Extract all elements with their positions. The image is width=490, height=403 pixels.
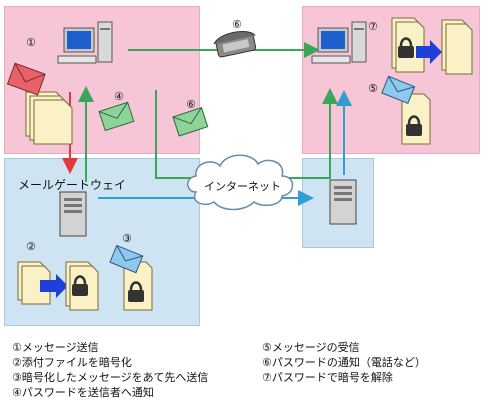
recipient-server-icon xyxy=(329,179,357,225)
blue-envelope-icon xyxy=(109,244,144,274)
step-marker-6-mail: ⑥ xyxy=(186,98,196,111)
received-envelope-icon xyxy=(381,75,416,105)
sender-computer-icon xyxy=(57,21,113,64)
internet-label: インターネット xyxy=(204,180,281,193)
legend-item: ④パスワードを送信者へ通知 xyxy=(12,386,154,399)
step-marker-3: ③ xyxy=(122,232,132,245)
sender-envelope-icon xyxy=(6,62,46,96)
internet-cloud-icon xyxy=(187,154,294,211)
legend-left: ①メッセージ送信 ②添付ファイルを暗号化 ③暗号化したメッセージをあて先へ送信 … xyxy=(12,340,208,400)
legend-item: ⑤メッセージの受信 xyxy=(262,341,360,354)
legend-item: ②添付ファイルを暗号化 xyxy=(12,356,132,369)
receiver-computer-icon xyxy=(311,21,367,64)
legend-item: ①メッセージ送信 xyxy=(12,341,99,354)
password-envelope-icon xyxy=(172,107,209,137)
step-marker-5: ⑤ xyxy=(368,82,378,95)
step-marker-7: ⑦ xyxy=(368,20,378,33)
step-marker-6-phone: ⑥ xyxy=(232,18,242,31)
sender-documents-icon xyxy=(25,91,73,145)
notify-envelope-icon xyxy=(98,101,135,132)
decrypt-arrow xyxy=(416,40,442,64)
gateway-server-icon xyxy=(59,191,87,237)
step-marker-1: ① xyxy=(26,36,36,49)
legend-item: ⑥パスワードの通知（電話など） xyxy=(262,356,426,369)
phone-icon xyxy=(213,31,257,58)
encrypted-documents-icon xyxy=(65,261,99,311)
receiver-locked-documents-icon xyxy=(391,17,425,73)
legend-right: ⑤メッセージの受信 ⑥パスワードの通知（電話など） ⑦パスワードで暗号を解除 xyxy=(262,340,426,385)
encrypted-message-icon xyxy=(123,261,153,311)
legend-item: ⑦パスワードで暗号を解除 xyxy=(262,371,393,384)
received-message-icon xyxy=(401,93,431,145)
plain-documents-icon xyxy=(17,261,51,305)
gateway-label: メールゲートウェイ xyxy=(18,178,127,192)
legend-item: ③暗号化したメッセージをあて先へ送信 xyxy=(12,371,209,384)
step-marker-2: ② xyxy=(26,240,36,253)
receiver-decrypted-documents-icon xyxy=(441,19,473,75)
encrypt-arrow xyxy=(40,274,68,298)
step-marker-4: ④ xyxy=(114,90,124,103)
